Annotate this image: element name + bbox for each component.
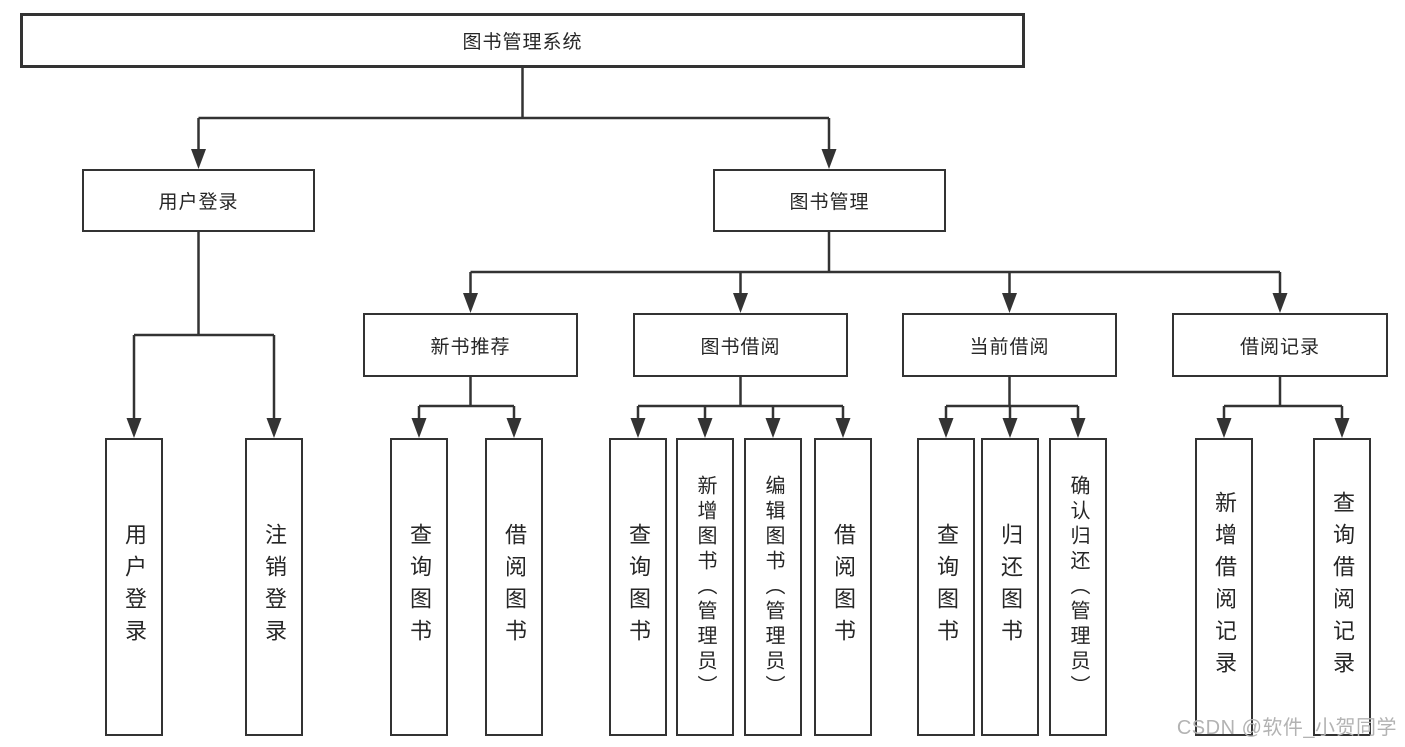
node-label: 图书管理 bbox=[789, 192, 870, 213]
node-label: 查询图书 bbox=[934, 523, 959, 651]
node-label: 注销登录 bbox=[262, 523, 287, 651]
edge-new-book-children bbox=[411, 377, 522, 438]
csdn-watermark: CSDN @软件_小贺同学 bbox=[1176, 717, 1397, 739]
leaf-add-borrow-record: 新增借阅记录 bbox=[1195, 438, 1253, 736]
node-label: 查询图书 bbox=[626, 523, 651, 651]
node-current-borrow: 当前借阅 bbox=[902, 313, 1117, 377]
node-book-borrow: 图书借阅 bbox=[633, 313, 848, 377]
node-label: 借阅记录 bbox=[1239, 336, 1320, 358]
edge-book-borrow-children bbox=[630, 377, 851, 438]
node-new-book-recommend: 新书推荐 bbox=[363, 313, 578, 377]
leaf-query-borrow-record: 查询借阅记录 bbox=[1313, 438, 1371, 736]
edge-root-to-level2 bbox=[191, 68, 837, 169]
leaf-borrow-books-1: 借阅图书 bbox=[485, 438, 543, 736]
node-label: 当前借阅 bbox=[969, 336, 1050, 358]
node-label: 新增借阅记录 bbox=[1212, 491, 1237, 683]
node-label: 查询图书 bbox=[407, 523, 432, 651]
node-label: 归还图书 bbox=[998, 523, 1023, 651]
node-library-management-system: 图书管理系统 bbox=[20, 13, 1025, 68]
node-label: 新增图书（管理员） bbox=[694, 474, 716, 700]
node-label: 查询借阅记录 bbox=[1330, 491, 1355, 683]
node-label: 用户登录 bbox=[122, 523, 147, 651]
node-book-management: 图书管理 bbox=[713, 169, 946, 232]
leaf-confirm-return-admin: 确认归还（管理员） bbox=[1049, 438, 1107, 736]
node-label: 新书推荐 bbox=[430, 336, 511, 358]
leaf-user-login: 用户登录 bbox=[105, 438, 163, 736]
leaf-query-books-2: 查询图书 bbox=[609, 438, 667, 736]
leaf-add-books-admin: 新增图书（管理员） bbox=[676, 438, 734, 736]
edge-user-login-children bbox=[126, 232, 282, 438]
node-label: 借阅图书 bbox=[831, 523, 856, 651]
leaf-borrow-books-2: 借阅图书 bbox=[814, 438, 872, 736]
node-label: 确认归还（管理员） bbox=[1067, 474, 1089, 700]
edge-borrow-records-children bbox=[1216, 377, 1350, 438]
node-label: 借阅图书 bbox=[502, 523, 527, 651]
node-label: 图书管理系统 bbox=[462, 32, 583, 53]
node-borrow-records: 借阅记录 bbox=[1172, 313, 1388, 377]
edge-current-borrow-children bbox=[938, 377, 1086, 438]
edge-book-management-children bbox=[463, 232, 1288, 313]
leaf-query-books-1: 查询图书 bbox=[390, 438, 448, 736]
leaf-return-books: 归还图书 bbox=[981, 438, 1039, 736]
node-label: 图书借阅 bbox=[700, 336, 781, 358]
node-user-login: 用户登录 bbox=[82, 169, 315, 232]
leaf-logout: 注销登录 bbox=[245, 438, 303, 736]
node-label: 编辑图书（管理员） bbox=[762, 474, 784, 700]
leaf-query-books-3: 查询图书 bbox=[917, 438, 975, 736]
leaf-edit-books-admin: 编辑图书（管理员） bbox=[744, 438, 802, 736]
node-label: 用户登录 bbox=[158, 192, 239, 213]
